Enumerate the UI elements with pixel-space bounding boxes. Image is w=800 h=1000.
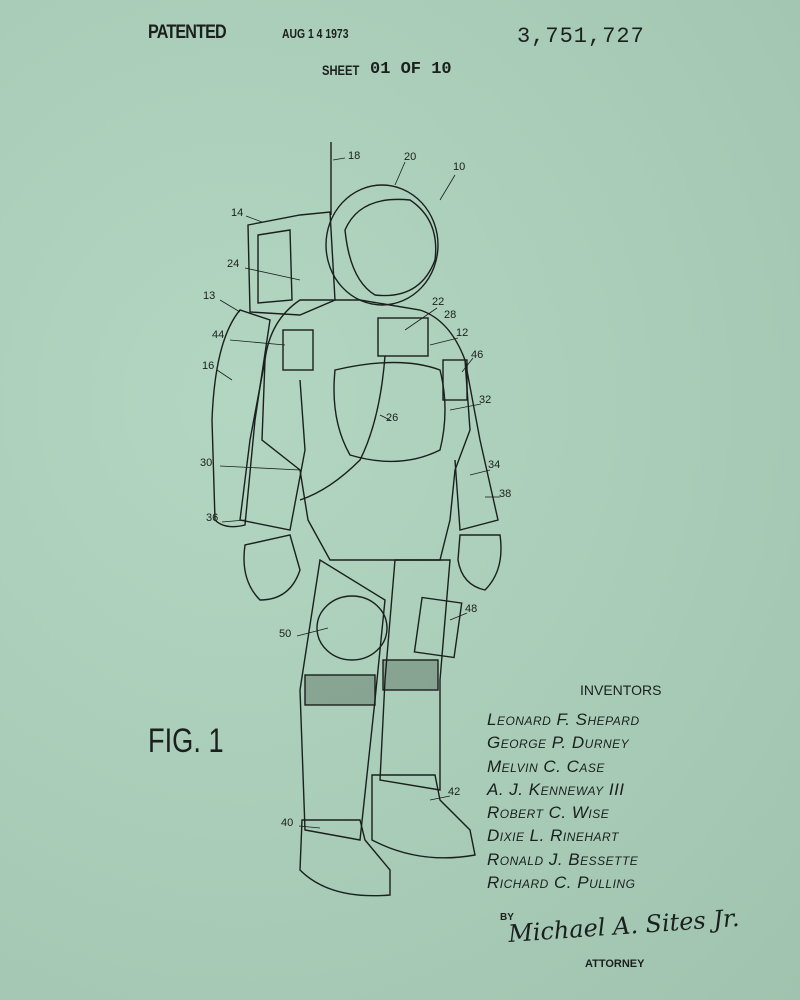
ref-50: 50 <box>279 628 292 640</box>
backpack-lower <box>211 309 271 528</box>
ref-26: 26 <box>386 412 399 424</box>
inventors-heading: INVENTORS <box>580 682 662 698</box>
left-glove <box>243 534 301 601</box>
ref-42: 42 <box>448 786 461 798</box>
ref-32: 32 <box>479 394 492 406</box>
inventor-name: Ronald J. Bessette <box>487 849 639 869</box>
knee-pad <box>316 595 388 661</box>
chest-plate <box>333 361 446 463</box>
by-label: BY <box>500 912 514 923</box>
inventor-name: George P. Durney <box>487 733 630 753</box>
ref-14: 14 <box>231 207 244 219</box>
ref-16: 16 <box>202 360 215 372</box>
inventor-name: Dixie L. Rinehart <box>487 826 619 846</box>
right-glove <box>457 534 502 591</box>
ref-30: 30 <box>200 457 213 469</box>
inventor-name: Melvin C. Case <box>487 756 605 776</box>
inventor-name: Leonard F. Shepard <box>487 710 640 729</box>
ref-24: 24 <box>227 258 240 270</box>
ref-34: 34 <box>488 459 501 471</box>
patented-label: PATENTED <box>148 22 227 43</box>
right-boot <box>371 774 476 859</box>
helmet <box>325 184 439 306</box>
attorney-label: ATTORNEY <box>585 958 645 970</box>
ref-38: 38 <box>499 488 512 500</box>
patent-number: 3,751,727 <box>517 24 645 49</box>
right-knee-band <box>382 659 439 691</box>
inventor-name: Robert C. Wise <box>487 803 610 823</box>
left-boot <box>299 819 391 897</box>
ref-12: 12 <box>456 327 469 339</box>
ref-46: 46 <box>471 349 484 361</box>
ref-18: 18 <box>348 150 361 162</box>
ref-48: 48 <box>465 603 478 615</box>
ref-10: 10 <box>453 161 466 173</box>
ref-36: 36 <box>206 512 219 524</box>
ref-44: 44 <box>212 329 225 341</box>
left-knee-band <box>304 674 376 706</box>
inventor-name: Richard C. Pulling <box>487 873 636 893</box>
right-leg <box>379 559 451 791</box>
control-unit <box>377 317 429 357</box>
right-arm <box>454 359 499 531</box>
inventors-list: Leonard F. Shepard George P. Durney Melv… <box>487 708 640 894</box>
ref-13: 13 <box>203 290 216 302</box>
ref-22: 22 <box>432 296 445 308</box>
patent-date: AUG 1 4 1973 <box>282 26 349 41</box>
ref-28: 28 <box>444 309 457 321</box>
ref-40: 40 <box>281 817 294 829</box>
hose <box>299 355 386 501</box>
left-arm <box>239 359 306 531</box>
sheet-number: 01 OF 10 <box>370 60 452 79</box>
right-pocket <box>442 359 468 401</box>
torso <box>261 299 471 561</box>
sheet-label: SHEET <box>322 62 360 78</box>
ref-20: 20 <box>404 151 417 163</box>
inventor-name: A. J. Kenneway III <box>487 779 625 799</box>
thigh-pocket <box>413 596 463 659</box>
left-leg <box>299 558 386 841</box>
figure-label: FIG. 1 <box>148 722 224 760</box>
left-pocket <box>282 329 314 371</box>
